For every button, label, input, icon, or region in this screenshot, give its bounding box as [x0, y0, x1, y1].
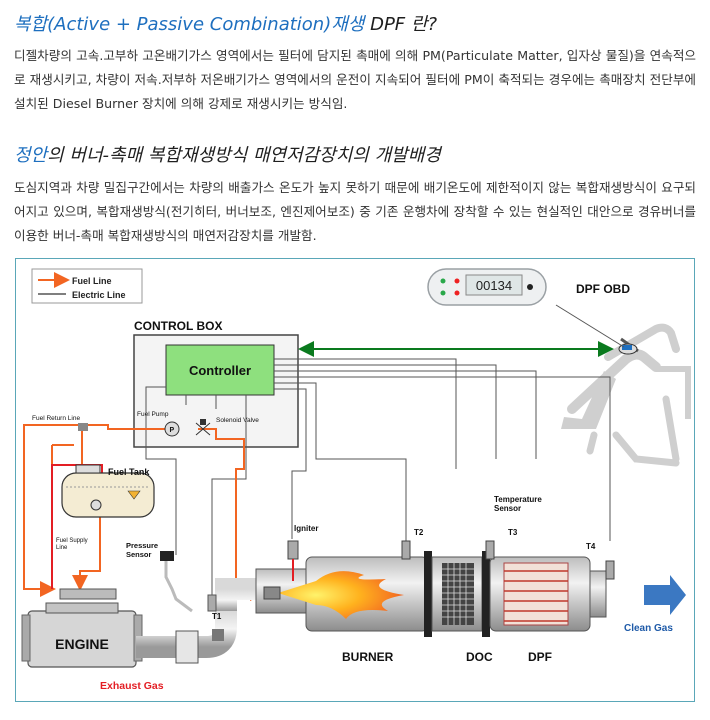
section2-title: 정안의 버너-촉매 복합재생방식 매연저감장치의 개발배경: [14, 141, 441, 167]
exhaust-pipe: [136, 611, 237, 658]
diagram-svg: Fuel Line Electric Line 00134 DPF OBD CO…: [21, 268, 691, 692]
doc-label: DOC: [466, 650, 493, 664]
section1-paragraph: 디젤차량의 고속.고부하 고온배기가스 영역에서는 필터에 담지된 촉매에 의해…: [14, 48, 696, 111]
clean-gas-label: Clean Gas: [624, 623, 673, 634]
dpf-obd-label: DPF OBD: [576, 282, 630, 296]
title-tail: DPF 란?: [364, 14, 438, 35]
title2-highlight: 정안: [14, 145, 48, 166]
legend-fuel-line: Fuel Line: [72, 276, 112, 286]
igniter-label: Igniter: [294, 524, 318, 533]
t1-label: T1: [212, 612, 222, 621]
dpf-label: DPF: [528, 650, 552, 664]
fuel-return-line-label: Fuel Return Line: [32, 415, 80, 422]
solenoid-valve-label: Solenoid Valve: [216, 417, 259, 424]
engine-label: ENGINE: [55, 636, 109, 652]
fuel-pump-icon: [164, 421, 180, 437]
t4-sensor: [605, 560, 615, 580]
section2-paragraph: 도심지역과 차량 밀집구간에서는 차량의 배출가스 온도가 높지 못하기 때문에…: [14, 180, 696, 243]
system-diagram: Fuel Line Electric Line 00134 DPF OBD CO…: [15, 258, 695, 702]
title-highlight: 복합: [14, 14, 48, 35]
dpf-filter: [503, 562, 569, 626]
title2-rest: 의 버너-촉매 복합재생방식 매연저감장치의 개발배경: [47, 145, 441, 166]
obd-display-readout: 00134: [476, 278, 512, 293]
fuel-tank: [61, 464, 155, 518]
t4-label: T4: [586, 542, 596, 551]
title-middle: (Active + Passive Combination): [47, 14, 332, 35]
exhaust-gas-label: Exhaust Gas: [100, 680, 164, 692]
title-highlight-2: 재생: [331, 14, 365, 35]
engine: [21, 588, 143, 668]
t2-sensor: [401, 540, 411, 560]
burner-flame: [263, 571, 404, 619]
legend-electric-line: Electric Line: [72, 290, 126, 300]
section1-title: 복합(Active + Passive Combination)재생 DPF 란…: [14, 10, 437, 36]
t3-sensor: [485, 540, 495, 560]
control-box-label: CONTROL BOX: [134, 319, 222, 333]
legend: Fuel Line Electric Line: [31, 268, 143, 304]
fuel-pump-label: Fuel Pump: [137, 411, 169, 418]
burner-label: BURNER: [342, 650, 394, 664]
car-seat-icon: [561, 323, 691, 467]
obd-unit: 00134: [427, 268, 547, 306]
svg-text:P: P: [170, 427, 175, 434]
igniter: [287, 540, 299, 581]
solenoid-valve-icon: [195, 422, 211, 436]
pressure-sensor-icon: [160, 551, 174, 561]
controller-label: Controller: [189, 363, 251, 378]
fuel-tank-label: Fuel Tank: [108, 467, 150, 477]
t3-label: T3: [508, 528, 518, 537]
doc-honeycomb: [442, 563, 474, 625]
clean-gas-arrow: [644, 575, 686, 615]
electric-lines: [145, 358, 611, 597]
controller-box: [165, 344, 275, 396]
t2-label: T2: [414, 528, 424, 537]
